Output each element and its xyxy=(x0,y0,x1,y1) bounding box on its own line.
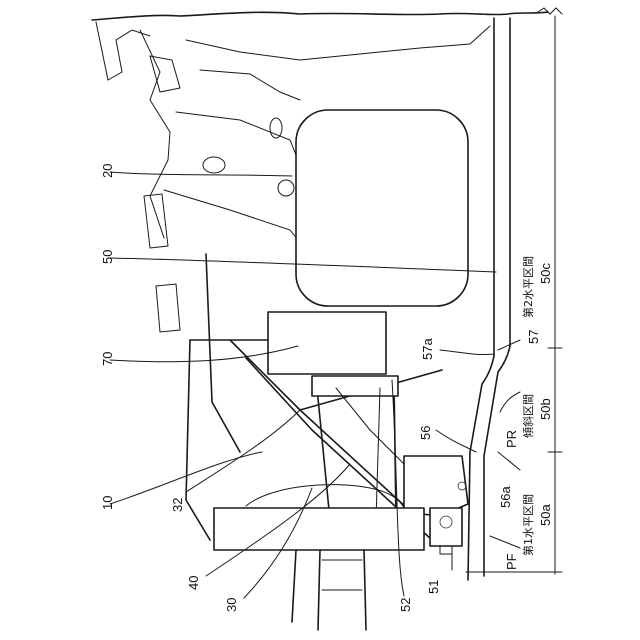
label-first-horizontal-section: 第1水平区間 xyxy=(521,494,535,556)
label-second-horizontal-section: 第2水平区間 xyxy=(521,256,535,318)
label-pr: PR xyxy=(504,430,519,448)
label-70: 70 xyxy=(100,352,115,366)
label-50b: 50b xyxy=(538,398,553,420)
label-20: 20 xyxy=(100,164,115,178)
label-56a: 56a xyxy=(498,486,513,508)
section-labels: 第2水平区間 50c PR 傾斜区間 50b PF 第1水平区間 50a xyxy=(504,256,553,570)
label-40: 40 xyxy=(186,576,201,590)
dimension-lines xyxy=(538,8,562,574)
label-50: 50 xyxy=(100,250,115,264)
label-51: 51 xyxy=(426,580,441,594)
label-pf: PF xyxy=(504,553,519,570)
label-57: 57 xyxy=(526,330,541,344)
label-52: 52 xyxy=(398,598,413,612)
label-57a: 57a xyxy=(420,338,435,360)
label-32: 32 xyxy=(170,498,185,512)
cross-member-70 xyxy=(268,312,386,374)
label-10: 10 xyxy=(100,496,115,510)
fuel-tank xyxy=(296,110,468,306)
label-30: 30 xyxy=(224,598,239,612)
label-inclined-section: 傾斜区間 xyxy=(521,394,535,438)
label-50a: 50a xyxy=(538,504,553,526)
label-56: 56 xyxy=(418,426,433,440)
lower-beam xyxy=(214,485,424,630)
label-50c: 50c xyxy=(538,263,553,284)
